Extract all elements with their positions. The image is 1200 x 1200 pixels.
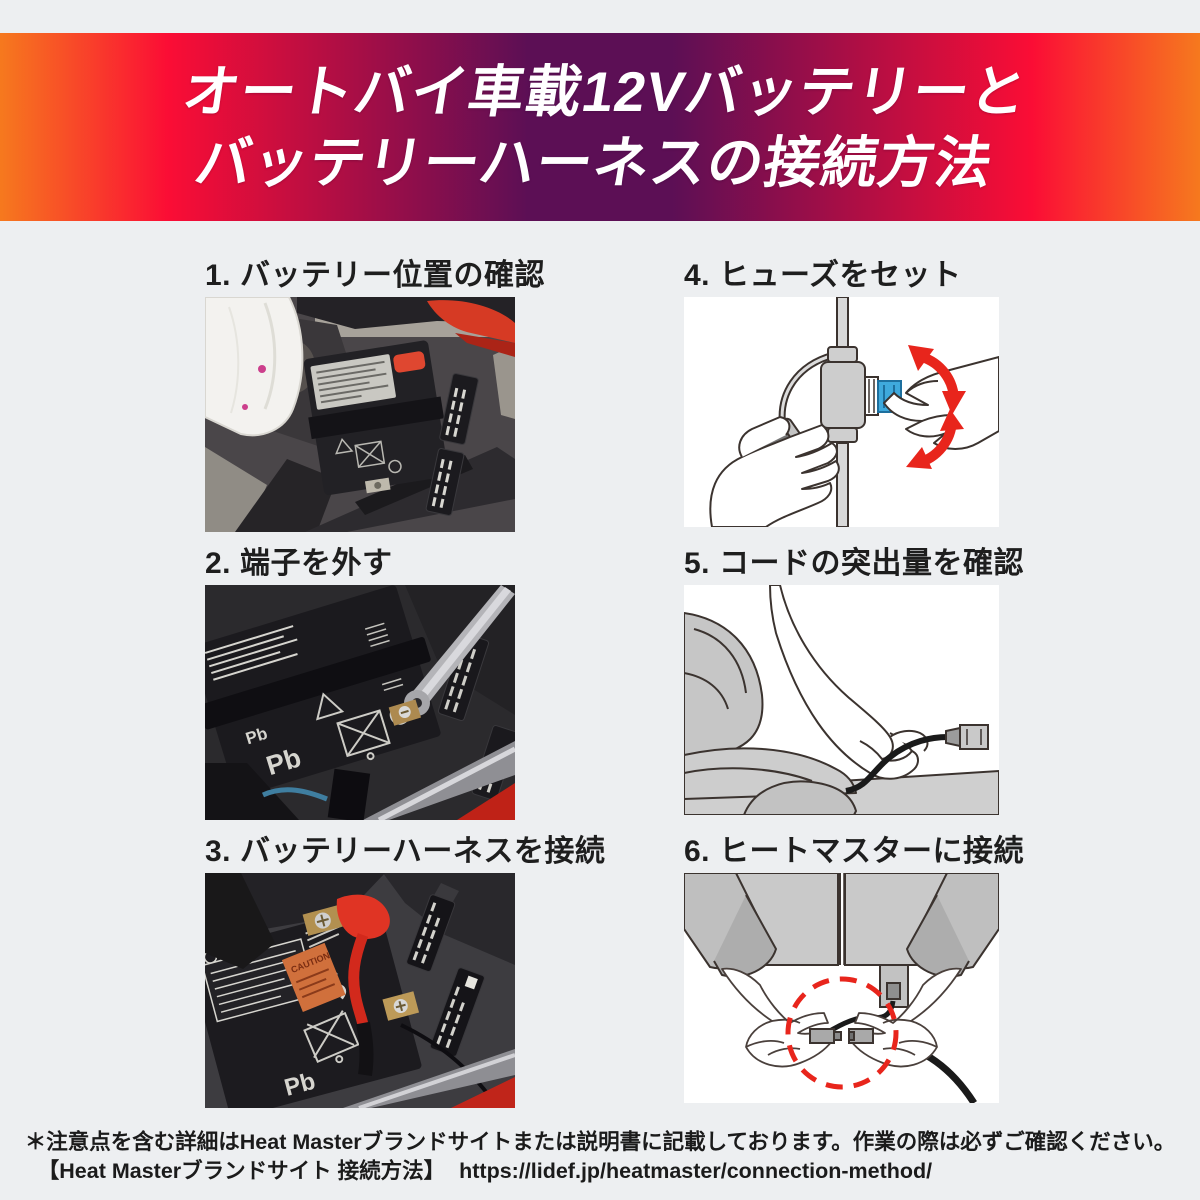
caution-label: CAUTION <box>281 942 346 1013</box>
negative-terminal <box>382 991 420 1021</box>
fuse-set-illustration <box>684 297 999 527</box>
step-3-title: 3.バッテリーハーネスを接続 <box>205 826 605 870</box>
battery-location-photo-art <box>205 297 515 532</box>
step-1-number: 1. <box>205 259 232 292</box>
fuse-set-illustration-art <box>684 297 999 527</box>
step-1-label: バッテリー位置の確認 <box>240 259 546 292</box>
main-title-line-1: オートバイ車載12Vバッテリーと <box>178 60 1033 123</box>
fuse-box-strip-1 <box>439 373 479 445</box>
blue-wire <box>261 787 328 802</box>
harness-connection-photo: Pb CAUTION <box>205 873 515 1108</box>
harness-connection-photo-art: Pb CAUTION <box>205 873 515 1108</box>
title-banner: オートバイ車載12Vバッテリーと バッテリーハーネスの接続方法 <box>0 33 1200 221</box>
chrome-rail <box>343 1049 515 1108</box>
fuse-box-strip-2 <box>425 448 465 516</box>
white-container <box>205 297 304 437</box>
fuse-box-strip-2 <box>429 967 485 1057</box>
step-5-number: 5. <box>684 547 711 580</box>
motorcycle-seat <box>684 612 857 815</box>
terminal-removal-photo-art: Pb Pb <box>205 585 515 820</box>
connector-halves <box>809 1028 874 1044</box>
heatmaster-connection-illustration-art <box>684 873 999 1103</box>
step-1-title: 1.バッテリー位置の確認 <box>205 250 545 294</box>
right-sleeve <box>906 873 999 978</box>
step-5-title: 5.コードの突出量を確認 <box>684 538 1024 582</box>
step-2-number: 2. <box>205 547 232 580</box>
chrome-rail <box>363 741 515 820</box>
site-link-url: https://lidef.jp/heatmaster/connection-m… <box>459 1159 933 1183</box>
step-2-label: 端子を外す <box>240 547 393 580</box>
red-terminal-cover <box>393 351 426 373</box>
cord-protrusion-illustration <box>684 585 999 815</box>
terminal-removal-photo: Pb Pb <box>205 585 515 820</box>
red-terminal-cover <box>336 894 390 939</box>
cable-top <box>836 297 849 348</box>
left-sleeve <box>684 873 777 978</box>
step-6-title: 6.ヒートマスターに接続 <box>684 826 1024 870</box>
battery: Pb Pb <box>205 585 441 798</box>
rotation-arrows <box>906 345 966 469</box>
main-title: オートバイ車載12Vバッテリーと バッテリーハーネスの接続方法 <box>167 56 1033 198</box>
red-fairing <box>427 300 515 343</box>
site-link-label: 【Heat Masterブランドサイト 接続方法】 <box>37 1159 446 1183</box>
step-3-label: バッテリーハーネスを接続 <box>240 835 606 868</box>
main-title-line-2: バッテリーハーネスの接続方法 <box>190 131 998 194</box>
footer-note-line-1: ＊注意点を含む詳細はHeat Masterブランドサイトまたは説明書に記載してお… <box>24 1130 1176 1154</box>
step-6-number: 6. <box>684 835 711 868</box>
step-4-number: 4. <box>684 259 711 292</box>
left-hand <box>709 416 840 527</box>
cord <box>845 734 949 794</box>
battery <box>303 340 449 496</box>
red-bodywork-corner <box>451 1077 515 1108</box>
heatmaster-connection-illustration <box>684 873 999 1103</box>
fuse-box-strip-1 <box>406 894 456 972</box>
step-4-title: 4.ヒューズをセット <box>684 250 962 294</box>
red-dashed-highlight-circle <box>785 976 899 1090</box>
step-6-label: ヒートマスターに接続 <box>719 835 1025 868</box>
red-harness-cable <box>348 933 369 1027</box>
cable-bottom <box>836 442 849 527</box>
cable-boot <box>356 1021 374 1077</box>
battery-location-photo <box>205 297 515 532</box>
cord-connector <box>945 724 989 750</box>
step-2-title: 2.端子を外す <box>205 538 393 582</box>
fuse-holder-body <box>820 361 866 429</box>
battery-terminal <box>388 699 422 726</box>
footer-note-line-2: 【Heat Masterブランドサイト 接続方法】 https://lidef.j… <box>25 1157 1175 1186</box>
positive-terminal <box>302 905 344 936</box>
step-3-number: 3. <box>205 835 232 868</box>
ground-cable <box>400 1023 495 1103</box>
footer-note: ＊注意点を含む詳細はHeat Masterブランドサイトまたは説明書に記載してお… <box>0 1128 1200 1186</box>
step-4-label: ヒューズをセット <box>719 259 962 292</box>
step-5-label: コードの突出量を確認 <box>719 547 1025 580</box>
red-bodywork-corner <box>457 783 515 820</box>
arm-and-hand <box>769 585 929 780</box>
cord-protrusion-illustration-art <box>684 585 999 815</box>
